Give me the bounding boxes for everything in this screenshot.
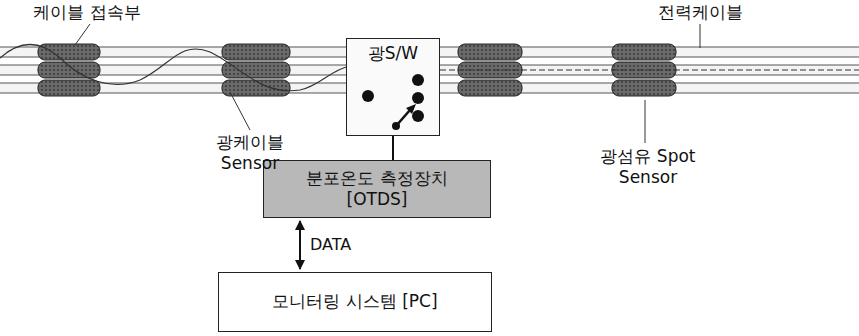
cable-joint <box>612 44 676 60</box>
cable-joint <box>38 44 100 60</box>
cable-joint <box>222 62 290 78</box>
node-text: 분포온도 측정장치 [OTDS] <box>284 168 471 211</box>
optical-switch: 광S/W <box>346 38 440 136</box>
optical-cable-sensor <box>0 45 350 91</box>
node-text: 모니터링 시스템 [PC] <box>272 291 437 312</box>
cable-joint <box>222 80 290 96</box>
monitoring-box: 모니터링 시스템 [PC] <box>218 272 492 332</box>
node-text: 광S/W <box>368 43 418 64</box>
callout-label: 광케이블 Sensor <box>200 132 300 175</box>
callout-label: 케이블 접속부 <box>12 2 162 23</box>
leader-line <box>700 24 701 48</box>
cable-joint <box>38 62 100 78</box>
leader-line <box>230 92 250 130</box>
leader-line <box>75 24 90 45</box>
measurement-device: 분포온도 측정장치 [OTDS] <box>263 160 491 218</box>
edge-label: DATA <box>310 235 351 255</box>
connector <box>393 136 394 160</box>
cable-joint <box>458 44 522 60</box>
spot-sensor-fiber <box>440 70 859 71</box>
cable-joint <box>612 80 676 96</box>
connector <box>300 221 301 269</box>
cable-joint <box>222 44 290 60</box>
callout-label: 광섬유 Spot Sensor <box>588 146 708 189</box>
callout-label: 전력케이블 <box>640 2 760 23</box>
cable-joint <box>38 80 100 96</box>
cable-joint <box>458 80 522 96</box>
leader-line <box>645 100 646 143</box>
